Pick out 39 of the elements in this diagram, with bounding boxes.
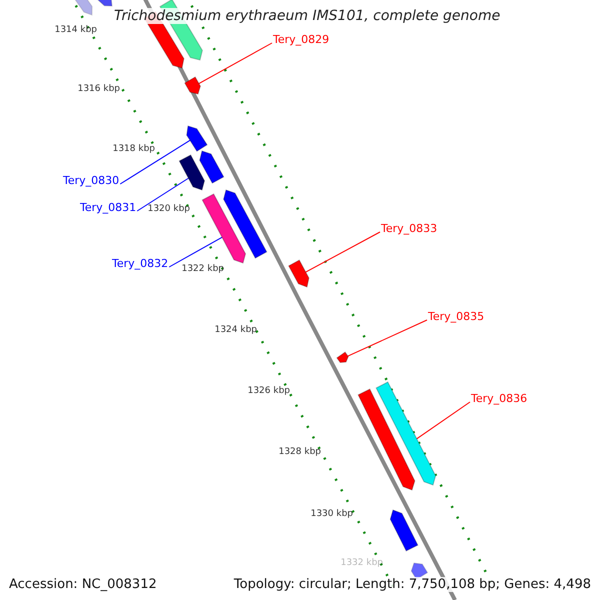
- gene-block: [73, 0, 93, 16]
- gene-block: [223, 189, 268, 259]
- gene-block: [288, 259, 310, 288]
- gene-label: Tery_0830: [63, 174, 120, 187]
- leader-line: [168, 236, 223, 268]
- gene-label: Tery_0829: [273, 33, 330, 46]
- gene-label: Tery_0832: [112, 257, 168, 270]
- tick-label: 1324 kbp: [214, 325, 257, 335]
- tick-label: 1316 kbp: [78, 84, 120, 94]
- gene-block: [186, 125, 208, 152]
- leader-line: [305, 232, 380, 273]
- tick-label: 1318 kbp: [112, 144, 155, 154]
- gene-label: Tery_0833: [381, 222, 438, 235]
- leader-line: [136, 178, 189, 212]
- tick-label: 1328 kbp: [278, 447, 321, 457]
- gene-block: [358, 388, 416, 491]
- gene-block: [390, 509, 418, 552]
- gene-block: [202, 193, 246, 264]
- gene-block: [336, 351, 349, 364]
- gene-block: [96, 0, 113, 7]
- tick-label: 1314 kbp: [54, 25, 97, 35]
- genome-summary: Topology: circular; Length: 7,750,108 bp; Genes: 4,498: [234, 577, 591, 592]
- leader-line: [198, 42, 272, 84]
- gene-block: [178, 154, 206, 191]
- accession-text: Accession: NC_008312: [9, 577, 157, 592]
- gene-block: [199, 150, 224, 184]
- gene-label: Tery_0835: [428, 310, 484, 323]
- gene-block: [376, 381, 436, 486]
- tick-label: 1326 kbp: [248, 386, 290, 396]
- leader-line: [416, 402, 470, 440]
- gene-block: [184, 76, 201, 95]
- tick-label: 1322 kbp: [182, 264, 224, 274]
- tick-label: 1332 kbp: [340, 558, 383, 568]
- leader-line: [347, 320, 428, 357]
- leader-line: [120, 140, 191, 184]
- tick-label: 1330 kbp: [310, 509, 353, 519]
- gene-label: Tery_0831: [80, 201, 136, 214]
- tick-label: 1320 kbp: [148, 204, 190, 214]
- gene-label: Tery_0836: [471, 392, 528, 405]
